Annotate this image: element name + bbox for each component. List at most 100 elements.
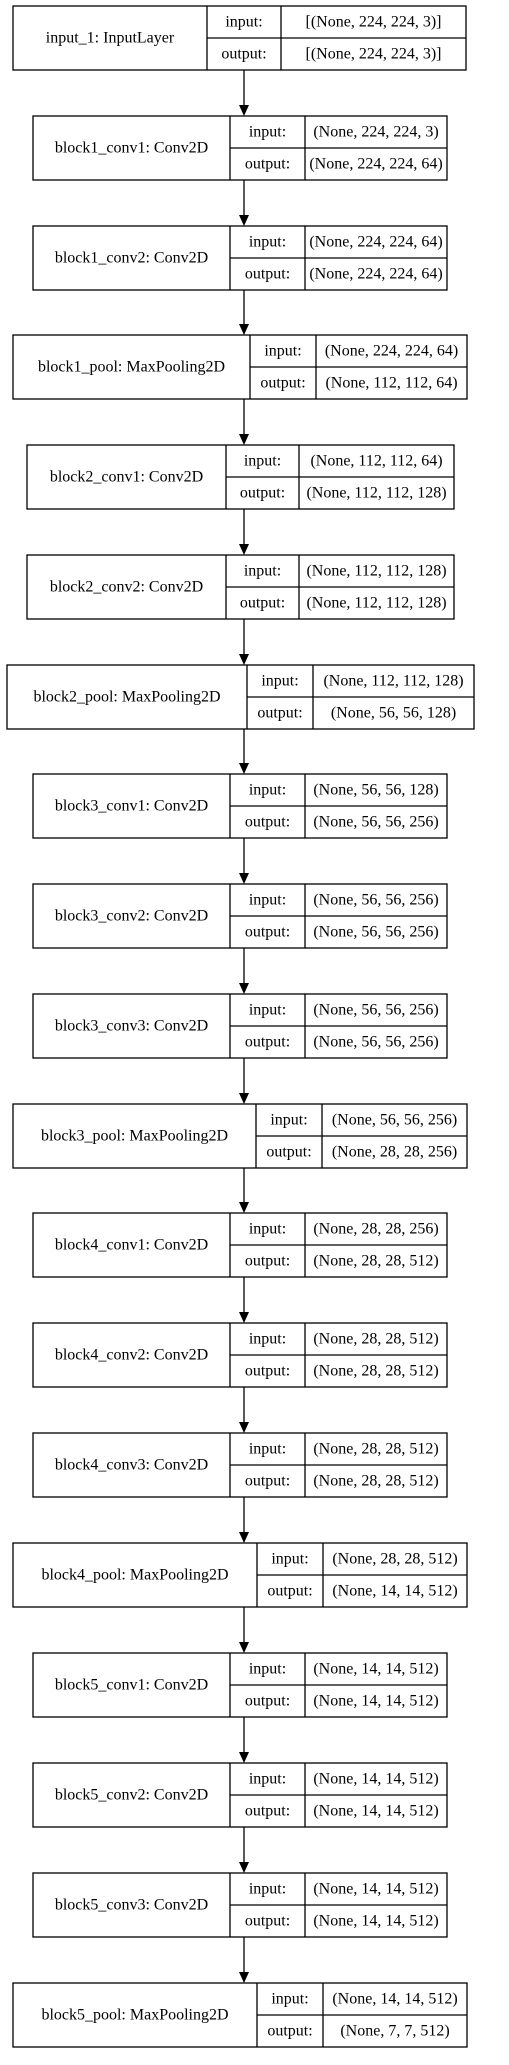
output-label: output: — [245, 814, 290, 831]
layer-name: block4_conv1: Conv2D — [55, 1237, 208, 1254]
layer-node: block1_pool: MaxPooling2Dinput:output:(N… — [12, 334, 468, 400]
layer-name: block3_pool: MaxPooling2D — [41, 1128, 228, 1145]
layer-node: block4_conv1: Conv2Dinput:output:(None, … — [32, 1212, 448, 1278]
arrowhead — [239, 763, 249, 774]
input-shape: (None, 14, 14, 512) — [313, 1881, 438, 1898]
layer-node: block1_conv1: Conv2Dinput:output:(None, … — [32, 115, 448, 181]
layer-node: block4_conv2: Conv2D input: output: (None, … — [32, 1322, 448, 1388]
input-shape: (None, 28, 28, 512) — [313, 1331, 438, 1348]
output-label: output: — [240, 485, 285, 502]
output-shape: (None, 28, 28, 512) — [313, 1363, 438, 1380]
arrowhead — [239, 1202, 249, 1213]
layer-node: block4_pool: MaxPooling2Dinput:output:(N… — [12, 1542, 468, 1608]
input-shape: (None, 28, 28, 256) — [313, 1221, 438, 1238]
output-label: output: — [245, 1693, 290, 1710]
output-label: output: — [245, 924, 290, 941]
output-label: output: — [245, 1473, 290, 1490]
layer-node: block3_conv3: Conv2Dinput:output:(None, … — [32, 993, 448, 1059]
input-label: input: — [249, 124, 286, 141]
arrowhead — [239, 324, 249, 335]
layer-node: block2_pool: MaxPooling2Dinput:output:(N… — [6, 664, 475, 730]
arrowhead — [239, 1312, 249, 1323]
layer-name: block1_pool: MaxPooling2D — [38, 359, 225, 376]
layer-name: block2_conv2: Conv2D — [50, 579, 203, 596]
input-shape: (None, 14, 14, 512) — [313, 1771, 438, 1788]
output-shape: (None, 224, 224, 64) — [309, 266, 442, 283]
input-label: input: — [249, 1002, 286, 1019]
arrowhead — [239, 654, 249, 665]
input-shape: (None, 56, 56, 128) — [313, 782, 438, 799]
layer-name: block1_conv2: Conv2D — [55, 250, 208, 267]
output-shape: (None, 112, 112, 64) — [325, 375, 457, 392]
arrowhead — [239, 1532, 249, 1543]
arrowhead — [239, 1752, 249, 1763]
layer-name: block3_conv3: Conv2D — [55, 1018, 208, 1035]
layer-name: block3_conv1: Conv2D — [55, 798, 208, 815]
input-label: input: — [249, 234, 286, 251]
layer-name: block5_conv1: Conv2D — [55, 1677, 208, 1694]
input-label: input: — [270, 1112, 307, 1129]
arrowhead — [239, 1642, 249, 1653]
layer-name: block4_pool: MaxPooling2D — [41, 1567, 228, 1584]
arrowhead — [239, 1862, 249, 1873]
arrowhead — [239, 873, 249, 884]
layer-node: block4_conv3: Conv2D input: output: (None, … — [32, 1432, 448, 1498]
output-shape: (None, 224, 224, 64) — [309, 156, 442, 173]
output-shape: (None, 14, 14, 512) — [313, 1803, 438, 1820]
output-label: output: — [266, 1144, 311, 1161]
output-label: output: — [221, 46, 266, 63]
input-shape: (None, 224, 224, 3) — [313, 124, 438, 141]
arrowhead — [239, 434, 249, 445]
input-shape: (None, 28, 28, 512) — [332, 1551, 457, 1568]
layer-name: block2_pool: MaxPooling2D — [33, 689, 220, 706]
layer-name: block4_conv3: Conv2D — [55, 1457, 208, 1474]
layer-node: block3_conv1: Conv2D input: output: (None, … — [32, 773, 448, 839]
arrowhead — [239, 1972, 249, 1983]
output-shape: (None, 28, 28, 512) — [313, 1253, 438, 1270]
output-label: output: — [257, 705, 302, 722]
layer-name: block5_conv2: Conv2D — [55, 1787, 208, 1804]
output-shape: (None, 14, 14, 512) — [313, 1913, 438, 1930]
layer-node: block5_conv3: Conv2Dinput:output:(None, … — [32, 1872, 448, 1938]
output-shape: (None, 56, 56, 256) — [313, 814, 438, 831]
layer-node: block1_conv2: Conv2Dinput:output:(None, … — [32, 225, 448, 291]
layer-name: block5_conv3: Conv2D — [55, 1897, 208, 1914]
input-shape: (None, 28, 28, 512) — [313, 1441, 438, 1458]
layer-name: block2_conv1: Conv2D — [50, 469, 203, 486]
output-shape: (None, 56, 56, 256) — [313, 1034, 438, 1051]
output-label: output: — [267, 1583, 312, 1600]
layer-name: block4_conv2: Conv2D — [55, 1347, 208, 1364]
layer-node: input_1: InputLayerinput:output:[(None, … — [12, 5, 467, 71]
arrowhead — [239, 544, 249, 555]
input-shape: (None, 112, 112, 128) — [323, 673, 463, 690]
input-shape: (None, 56, 56, 256) — [332, 1112, 457, 1129]
input-label: input: — [249, 1441, 286, 1458]
input-label: input: — [225, 14, 262, 31]
output-shape: [(None, 224, 224, 3)] — [306, 46, 442, 63]
input-label: input: — [249, 1331, 286, 1348]
layer-node: block3_pool: MaxPooling2D input: output: (N… — [12, 1103, 468, 1169]
layer-node: block5_conv1: Conv2Dinput:output:(None, … — [32, 1652, 448, 1718]
output-shape: (None, 56, 56, 256) — [313, 924, 438, 941]
layer-node: block2_conv2: Conv2Dinput:output:(None, … — [26, 554, 455, 620]
input-label: input: — [249, 1221, 286, 1238]
input-shape: (None, 14, 14, 512) — [313, 1661, 438, 1678]
layer-node: block5_pool: MaxPooling2Dinput:output:(N… — [12, 1982, 468, 2048]
arrowhead — [239, 983, 249, 994]
input-label: input: — [249, 1881, 286, 1898]
output-shape: (None, 14, 14, 512) — [332, 1583, 457, 1600]
input-shape: (None, 112, 112, 64) — [310, 453, 442, 470]
output-label: output: — [245, 1363, 290, 1380]
input-label: input: — [249, 1771, 286, 1788]
output-shape: (None, 28, 28, 256) — [332, 1144, 457, 1161]
output-label: output: — [267, 2023, 312, 2040]
output-shape: (None, 112, 112, 128) — [306, 485, 446, 502]
output-shape: (None, 7, 7, 512) — [340, 2023, 449, 2040]
output-shape: (None, 56, 56, 128) — [331, 705, 456, 722]
input-shape: (None, 56, 56, 256) — [313, 1002, 438, 1019]
layer-node: block3_conv2: Conv2Dinput:output:(None, … — [32, 883, 448, 949]
output-shape: (None, 112, 112, 128) — [306, 595, 446, 612]
input-label: input: — [249, 782, 286, 799]
output-label: output: — [245, 1803, 290, 1820]
arrowhead — [239, 1422, 249, 1433]
